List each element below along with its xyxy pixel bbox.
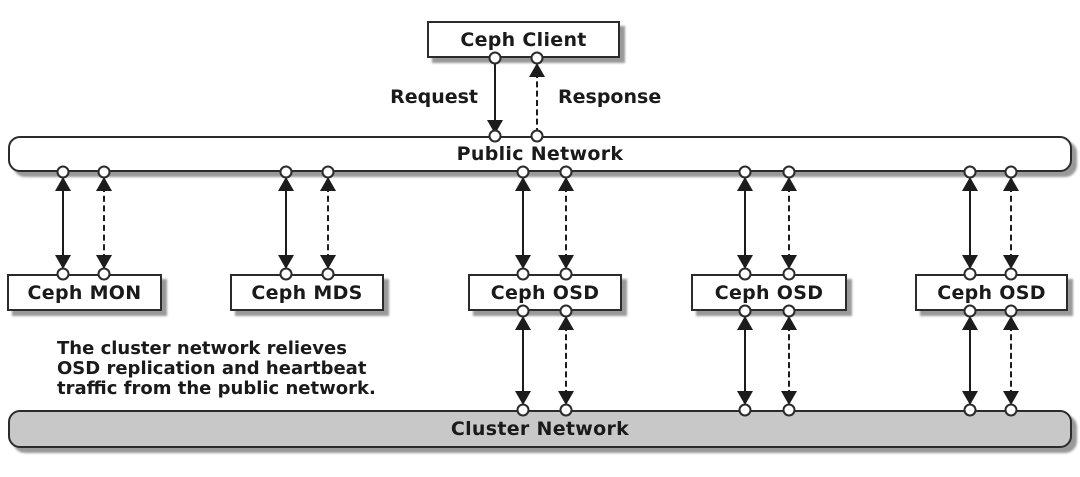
- connection-port: [279, 165, 293, 179]
- ceph-client-label: Ceph Client: [460, 28, 587, 51]
- connection-port: [516, 267, 530, 281]
- mon-public-solid-link: [55, 177, 71, 269]
- connection-port: [963, 267, 977, 281]
- connection-port: [1004, 267, 1018, 281]
- connection-port: [516, 403, 530, 417]
- osd3-public-solid-link: [962, 177, 978, 269]
- daemon-label-mds: Ceph MDS: [251, 281, 363, 304]
- connection-port: [321, 165, 335, 179]
- mds-public-dashed-link: [320, 177, 336, 269]
- connection-port: [56, 165, 70, 179]
- connection-port: [559, 267, 573, 281]
- connection-port: [738, 165, 752, 179]
- connection-port: [782, 304, 796, 318]
- connection-port: [279, 267, 293, 281]
- connection-port: [530, 51, 544, 65]
- osd1-public-solid-link: [515, 177, 531, 269]
- annotation-line-2: OSD replication and heartbeat: [57, 358, 367, 379]
- daemon-node-osd-1: Ceph OSD: [468, 274, 622, 311]
- daemon-label-osd-1: Ceph OSD: [490, 281, 600, 304]
- daemon-node-mds: Ceph MDS: [230, 274, 384, 311]
- connection-port: [963, 304, 977, 318]
- connection-port: [963, 165, 977, 179]
- connection-port: [321, 267, 335, 281]
- osd1-public-dashed-link: [558, 177, 574, 269]
- request-arrow: [487, 63, 503, 134]
- osd1-cluster-solid-link: [515, 316, 531, 405]
- connection-port: [559, 165, 573, 179]
- osd2-cluster-solid-link: [737, 316, 753, 405]
- connection-port: [782, 403, 796, 417]
- connection-port: [1004, 304, 1018, 318]
- connection-port: [782, 165, 796, 179]
- connection-port: [738, 403, 752, 417]
- connection-port: [1004, 165, 1018, 179]
- osd2-public-solid-link: [737, 177, 753, 269]
- request-label: Request: [390, 86, 478, 108]
- annotation-line-3: traffic from the public network.: [57, 378, 376, 399]
- osd2-public-dashed-link: [781, 177, 797, 269]
- osd3-cluster-dashed-link: [1003, 316, 1019, 405]
- connection-port: [963, 403, 977, 417]
- mds-public-solid-link: [278, 177, 294, 269]
- connection-port: [488, 51, 502, 65]
- daemon-node-mon: Ceph MON: [7, 274, 162, 311]
- mon-public-dashed-link: [96, 177, 112, 269]
- connection-port: [1004, 403, 1018, 417]
- connection-port: [97, 165, 111, 179]
- osd3-cluster-solid-link: [962, 316, 978, 405]
- connection-port: [488, 129, 502, 143]
- daemon-node-osd-2: Ceph OSD: [691, 274, 847, 311]
- connection-port: [56, 267, 70, 281]
- osd2-cluster-dashed-link: [781, 316, 797, 405]
- connection-port: [530, 129, 544, 143]
- response-label: Response: [558, 86, 662, 108]
- daemon-label-osd-2: Ceph OSD: [714, 281, 824, 304]
- response-arrow: [529, 63, 545, 134]
- daemon-label-mon: Ceph MON: [27, 281, 142, 304]
- osd3-public-dashed-link: [1003, 177, 1019, 269]
- daemon-label-osd-3: Ceph OSD: [937, 281, 1046, 304]
- cluster-network-annotation: The cluster network relieves OSD replica…: [57, 339, 376, 399]
- daemon-node-osd-3: Ceph OSD: [915, 274, 1068, 311]
- annotation-line-1: The cluster network relieves: [57, 338, 347, 359]
- connection-port: [516, 165, 530, 179]
- ceph-client-node: Ceph Client: [427, 21, 620, 58]
- cluster-network-label: Cluster Network: [450, 418, 630, 440]
- connection-port: [782, 267, 796, 281]
- connection-port: [559, 304, 573, 318]
- osd1-cluster-dashed-link: [558, 316, 574, 405]
- connection-port: [516, 304, 530, 318]
- connection-port: [559, 403, 573, 417]
- cluster-network-bar: Cluster Network: [8, 410, 1072, 448]
- connection-port: [738, 267, 752, 281]
- connection-port: [97, 267, 111, 281]
- connection-port: [738, 304, 752, 318]
- public-network-label: Public Network: [456, 143, 624, 165]
